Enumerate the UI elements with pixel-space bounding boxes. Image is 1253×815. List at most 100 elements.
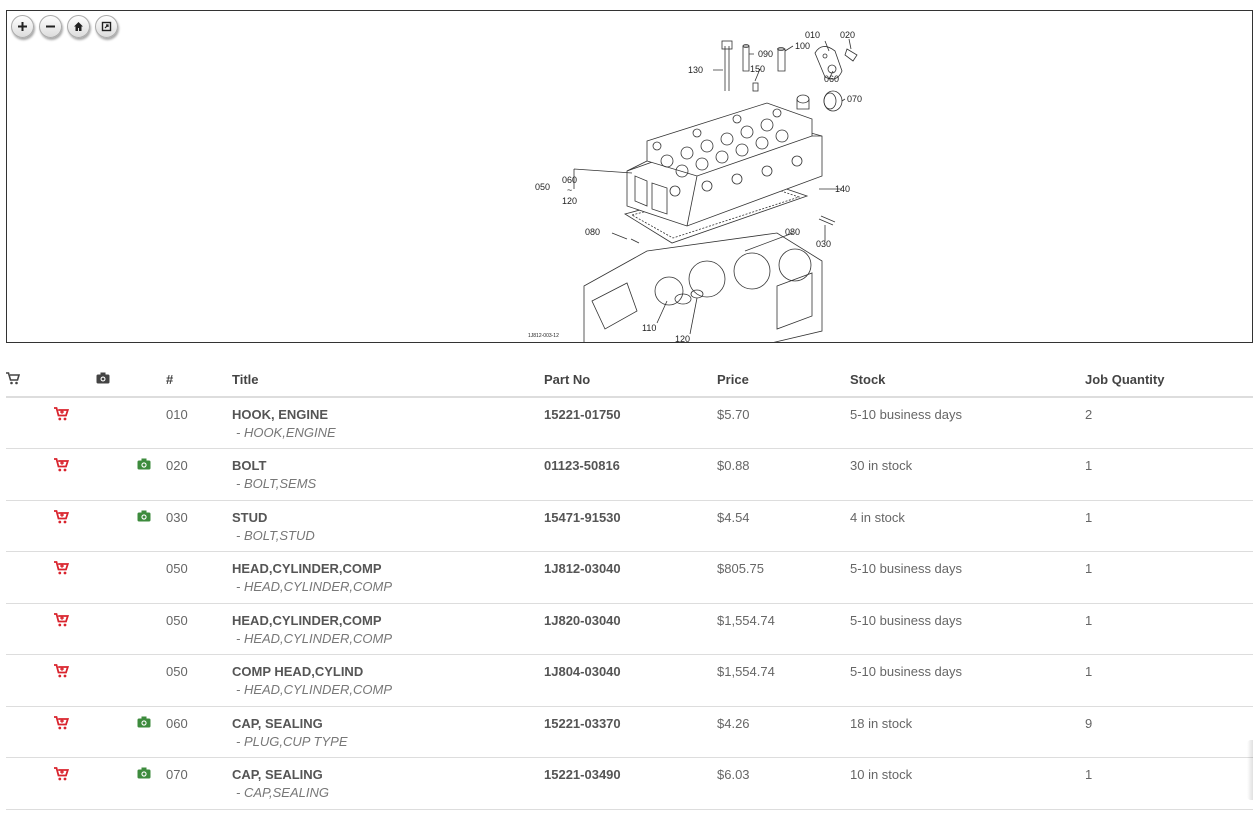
part-number-cell: 1J812-03040 [544,551,717,604]
camera-icon[interactable] [137,716,151,728]
job-qty: 1 [1085,767,1093,782]
fullscreen-icon [101,21,112,32]
part-number-cell: 15221-01750 [544,397,717,449]
job-quantity: 1 [1085,448,1253,501]
plus-icon [18,22,27,31]
part-description: - HEAD,CYLINDER,COMP [236,682,393,697]
stock-status: 5-10 business days [850,654,1085,707]
callout-label: 050 [535,182,550,192]
part-description: - HEAD,CYLINDER,COMP [236,630,393,646]
part-title[interactable]: HEAD,CYLINDER,COMP [232,561,382,576]
price: $6.03 [717,767,750,782]
job-quantity: 9 [1085,706,1253,758]
part-number[interactable]: 01123-50816 [544,458,620,473]
part-number[interactable]: 15221-01750 [544,407,621,422]
price: $805.75 [717,561,764,576]
stock: 5-10 business days [850,407,963,422]
part-description: - CAP,SEALING [236,785,329,800]
callout-label: 020 [840,30,855,40]
camera-icon[interactable] [137,767,151,779]
part-number-cell: 1J804-03040 [544,654,717,707]
part-title[interactable]: CAP, SEALING [232,715,323,731]
part-title-cell[interactable]: COMP HEAD,CYLIND - HEAD,CYLINDER,COMP [232,654,544,707]
part-title[interactable]: STUD [232,509,268,525]
part-title[interactable]: HOOK, ENGINE [232,407,329,422]
add-to-cart-icon[interactable] [54,767,69,781]
zoom-out-button[interactable] [39,15,62,38]
job-quantity: 1 [1085,551,1253,604]
part-title[interactable]: BOLT [232,458,267,473]
num: 050 [166,612,188,628]
part-title[interactable]: COMP HEAD,CYLIND [232,664,364,679]
part-number-cell: 15221-03370 [544,706,717,758]
part-title[interactable]: CAP, SEALING [232,767,323,782]
add-to-cart-cell [6,654,96,707]
cart-icon [6,371,20,385]
parts-table: # Title Part No Price Stock Job Quantity… [6,363,1253,810]
part-title-cell[interactable]: CAP, SEALING - CAP,SEALING [232,757,544,810]
num: 050 [166,664,188,679]
scrollbar-hint [1247,740,1253,800]
price: $6.03 [717,757,850,810]
add-to-cart-cell [6,706,96,758]
parts-diagram-viewer[interactable]: 010 020 090 100 130 150 060 070 050 060 … [6,10,1253,343]
stock-status: 18 in stock [850,706,1085,758]
add-to-cart-icon[interactable] [54,509,69,524]
part-number[interactable]: 15471-91530 [544,509,621,525]
callout-label: 030 [816,239,831,249]
part-title[interactable]: HEAD,CYLINDER,COMP [232,612,382,628]
add-to-cart-icon[interactable] [54,612,69,627]
part-title-cell[interactable]: BOLT - BOLT,SEMS [232,448,544,501]
callout-label: 060 [824,74,839,84]
stock: 30 in stock [850,458,913,473]
add-to-cart-cell [6,757,96,810]
price: $1,554.74 [717,654,850,707]
callout-label: 110 [642,323,656,333]
part-number[interactable]: 1J812-03040 [544,561,621,576]
callout-label: 120 [562,196,577,206]
callout-label: 150 [750,64,765,74]
header-cart [6,363,96,398]
part-number[interactable]: 15221-03370 [544,715,621,731]
callout-label: 100 [795,41,810,51]
price: $5.70 [717,407,750,422]
part-description: - BOLT,STUD [236,527,315,543]
num: 030 [166,509,188,525]
add-to-cart-icon[interactable] [54,407,69,421]
add-to-cart-icon[interactable] [54,715,69,730]
figure-code: 1J812-003-12 [528,333,559,339]
header-job-quantity: Job Quantity [1085,363,1253,398]
add-to-cart-icon[interactable] [54,561,69,575]
zoom-in-button[interactable] [11,15,34,38]
callout-label: 010 [805,30,820,40]
part-title-cell[interactable]: CAP, SEALING - PLUG,CUP TYPE [232,706,544,758]
add-to-cart-icon[interactable] [54,458,69,472]
add-to-cart-cell [6,500,96,552]
part-number[interactable]: 15221-03490 [544,767,621,782]
stock-status: 5-10 business days [850,603,1085,655]
part-title-cell[interactable]: HEAD,CYLINDER,COMP - HEAD,CYLINDER,COMP [232,603,544,655]
part-title-cell[interactable]: HOOK, ENGINE - HOOK,ENGINE [232,397,544,449]
part-description: - PLUG,CUP TYPE [236,733,348,749]
camera-icon[interactable] [137,458,151,470]
ref-number: 010 [166,397,232,449]
camera-icon[interactable] [137,510,151,522]
num: 010 [166,407,188,422]
home-button[interactable] [67,15,90,38]
table-header-row: # Title Part No Price Stock Job Quantity [6,363,1253,398]
header-price: Price [717,363,850,398]
photo-cell [96,603,166,655]
part-number[interactable]: 1J804-03040 [544,664,621,679]
callout-label: 080 [785,227,800,237]
part-title-cell[interactable]: HEAD,CYLINDER,COMP - HEAD,CYLINDER,COMP [232,551,544,604]
part-number[interactable]: 1J820-03040 [544,612,621,628]
add-to-cart-icon[interactable] [54,664,69,678]
photo-cell [96,448,166,501]
stock-status: 10 in stock [850,757,1085,810]
part-title-cell[interactable]: STUD - BOLT,STUD [232,500,544,552]
ref-number: 060 [166,706,232,758]
minus-icon [46,25,55,28]
photo-cell [96,654,166,707]
fullscreen-button[interactable] [95,15,118,38]
table-row: 070 CAP, SEALING - CAP,SEALING 15221-034… [6,757,1253,810]
